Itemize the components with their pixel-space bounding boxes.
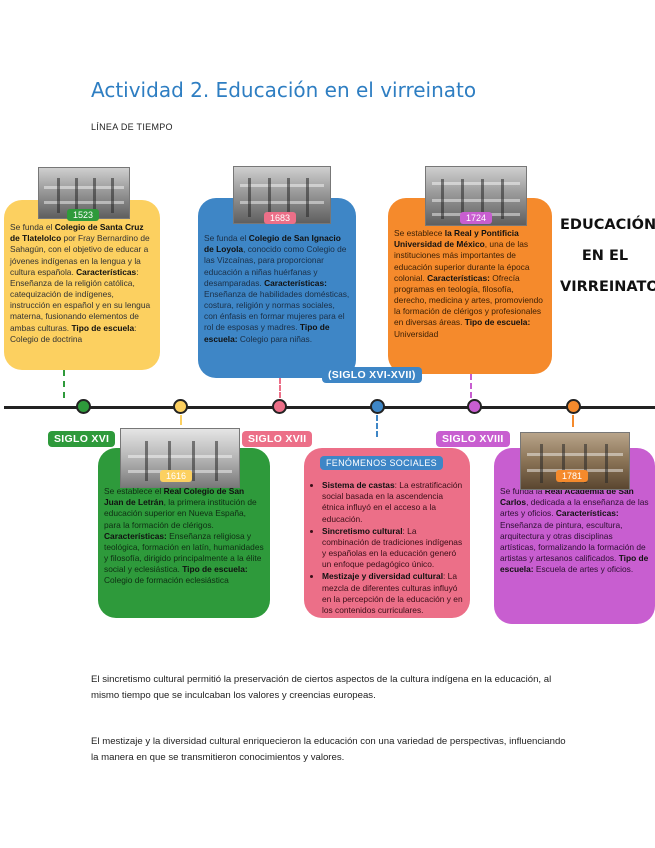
fenomenos-heading: FENÓMENOS SOCIALES (320, 456, 443, 470)
timeline-node-1 (76, 399, 91, 414)
fenomeno-item: Sistema de castas: La estratificación so… (322, 480, 464, 525)
fenomenos-card: Sistema de castas: La estratificación so… (304, 448, 470, 618)
timeline-node-6 (566, 399, 581, 414)
side-title-line-2: EN EL (560, 241, 650, 272)
century-label-xvi: SIGLO XVI (48, 431, 115, 447)
event-year-1724: 1724 (460, 212, 492, 224)
side-title: EDUCACIÓN EN EL VIRREINATO (560, 210, 650, 303)
event-year-1781: 1781 (556, 470, 588, 482)
connector-fenomenos (376, 415, 378, 437)
fenomeno-item: Sincretismo cultural: La combinación de … (322, 526, 464, 571)
fenomeno-item: Mestizaje y diversidad cultural: La mezc… (322, 571, 464, 616)
timeline-node-3 (272, 399, 287, 414)
connector-1523 (63, 370, 65, 398)
event-card-1523: Se funda el Colegio de Santa Cruz de Tla… (4, 200, 160, 370)
fenomenos-list: Sistema de castas: La estratificación so… (310, 480, 464, 616)
connector-1781 (572, 415, 574, 427)
connector-1724 (470, 374, 472, 398)
timeline-node-2 (173, 399, 188, 414)
central-period-label: (SIGLO XVI-XVII) (322, 367, 422, 383)
event-year-1683: 1683 (264, 212, 296, 224)
timeline-axis (4, 406, 655, 409)
paragraph-2: El mestizaje y la diversidad cultural en… (91, 734, 571, 766)
side-title-line-1: EDUCACIÓN (560, 210, 650, 241)
event-year-1616: 1616 (160, 470, 192, 482)
event-card-1683: Se funda el Colegio de San Ignacio de Lo… (198, 198, 356, 378)
connector-1616 (180, 415, 182, 425)
connector-1683 (279, 378, 281, 398)
paragraph-1: El sincretismo cultural permitió la pres… (91, 672, 571, 704)
century-label-xvii: SIGLO XVII (242, 431, 312, 447)
page-subtitle: LÍNEA DE TIEMPO (91, 122, 173, 132)
event-year-1523: 1523 (67, 209, 99, 221)
side-title-line-3: VIRREINATO (560, 272, 650, 303)
century-label-xviii: SIGLO XVIII (436, 431, 510, 447)
page-title: Actividad 2. Educación en el virreinato (91, 78, 476, 102)
timeline-node-5 (467, 399, 482, 414)
timeline-node-4 (370, 399, 385, 414)
